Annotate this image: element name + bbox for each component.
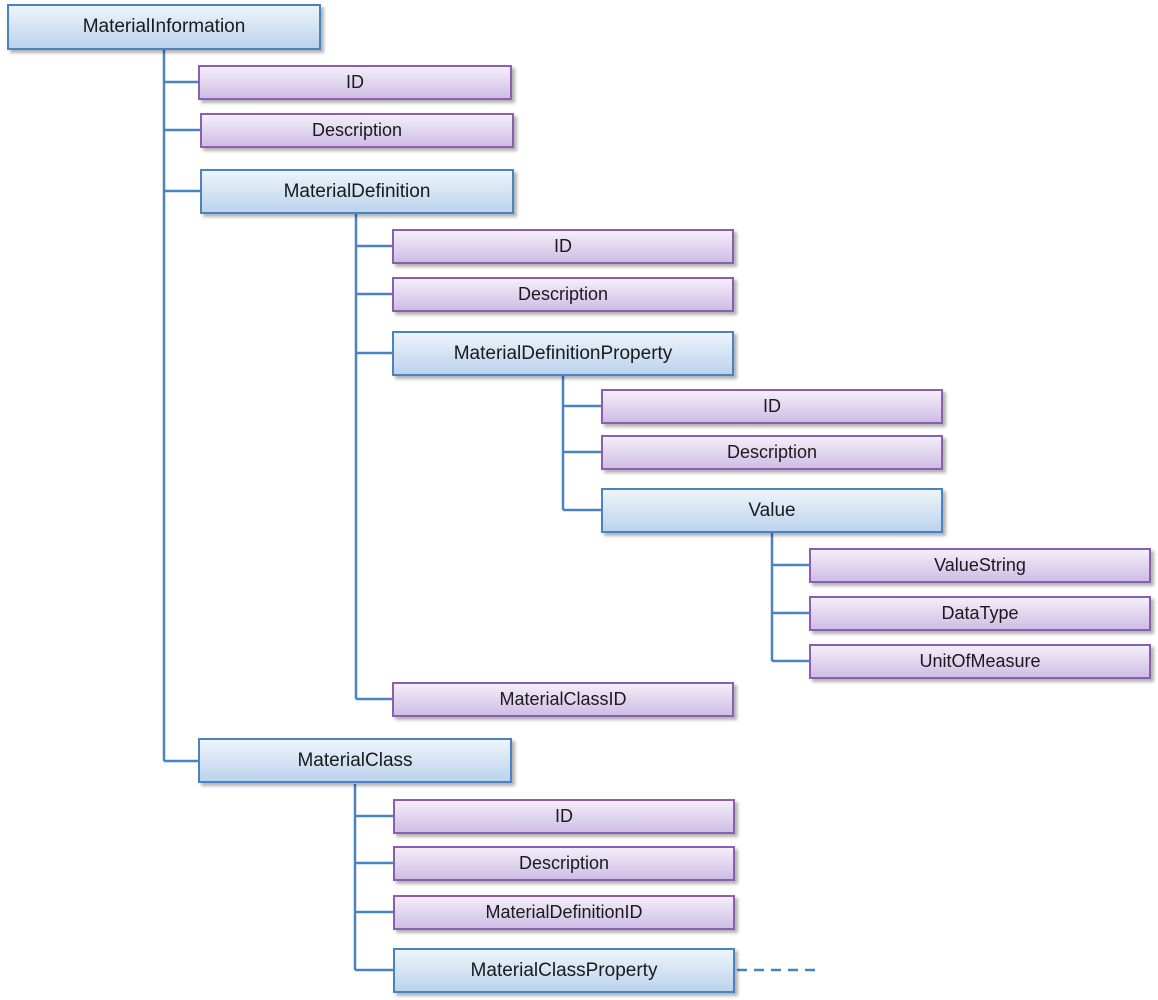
node-mi-id: ID — [198, 65, 512, 100]
node-md-description: Description — [392, 277, 734, 312]
node-mdp-description: Description — [601, 435, 943, 470]
node-md-id: ID — [392, 229, 734, 264]
node-data-type: DataType — [809, 596, 1151, 631]
node-mi-description: Description — [200, 113, 514, 148]
node-unit-of-measure: UnitOfMeasure — [809, 644, 1151, 679]
node-md-material-class-id: MaterialClassID — [392, 682, 734, 717]
node-value-string: ValueString — [809, 548, 1151, 583]
node-material-definition-property: MaterialDefinitionProperty — [392, 331, 734, 376]
node-mc-id: ID — [393, 799, 735, 834]
node-mc-description: Description — [393, 846, 735, 881]
node-mdp-id: ID — [601, 389, 943, 424]
node-material-definition: MaterialDefinition — [200, 169, 514, 214]
node-material-class-property: MaterialClassProperty — [393, 948, 735, 993]
node-value: Value — [601, 488, 943, 533]
node-material-information: MaterialInformation — [7, 4, 321, 50]
node-material-class: MaterialClass — [198, 738, 512, 783]
node-mc-material-definition-id: MaterialDefinitionID — [393, 895, 735, 930]
